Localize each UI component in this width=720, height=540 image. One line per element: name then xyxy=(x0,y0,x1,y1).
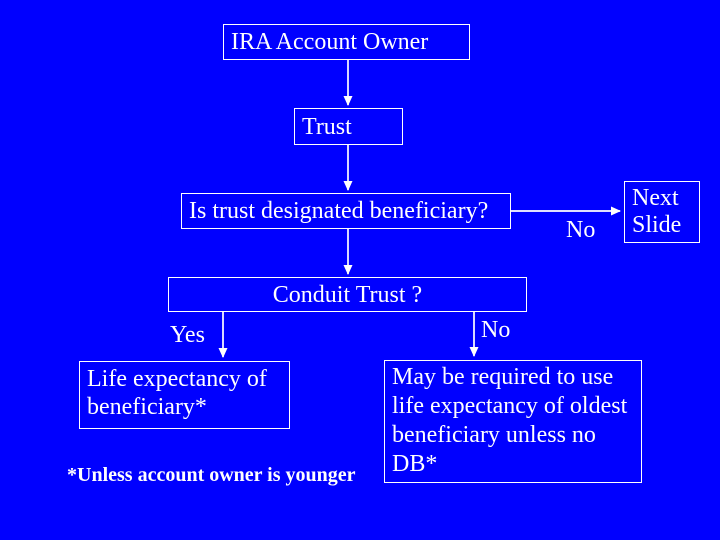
oldest-beneficiary-line-3: beneficiary unless no xyxy=(392,422,596,448)
flow-box-life-expectancy: Life expectancy of beneficiary* xyxy=(79,361,290,429)
beneficiary-question-label: Is trust designated beneficiary? xyxy=(189,198,489,224)
life-expectancy-line-1: Life expectancy of xyxy=(87,366,267,392)
flow-box-trust: Trust xyxy=(294,108,403,145)
footnote-text: *Unless account owner is younger xyxy=(67,464,356,486)
branch-label-no-next-slide: No xyxy=(566,217,596,243)
oldest-beneficiary-line-2: life expectancy of oldest xyxy=(392,393,628,419)
next-slide-line-2: Slide xyxy=(632,212,682,238)
branch-label-no: No xyxy=(481,317,511,343)
flow-box-ira-account-owner: IRA Account Owner xyxy=(223,24,470,60)
next-slide-line-1: Next xyxy=(632,185,679,211)
flow-box-beneficiary-question: Is trust designated beneficiary? xyxy=(181,193,511,229)
conduit-question-label: Conduit Trust ? xyxy=(272,281,423,308)
branch-label-yes: Yes xyxy=(170,322,205,348)
next-slide-link-box[interactable]: Next Slide xyxy=(624,181,700,243)
oldest-beneficiary-line-1: May be required to use xyxy=(392,364,614,390)
flow-box-oldest-beneficiary: May be required to use life expectancy o… xyxy=(384,360,642,483)
oldest-beneficiary-line-4: DB* xyxy=(392,451,438,477)
life-expectancy-line-2: beneficiary* xyxy=(87,394,207,420)
trust-label: Trust xyxy=(302,113,352,140)
flow-box-conduit-question: Conduit Trust ? xyxy=(168,277,527,312)
ira-account-owner-label: IRA Account Owner xyxy=(231,29,429,55)
